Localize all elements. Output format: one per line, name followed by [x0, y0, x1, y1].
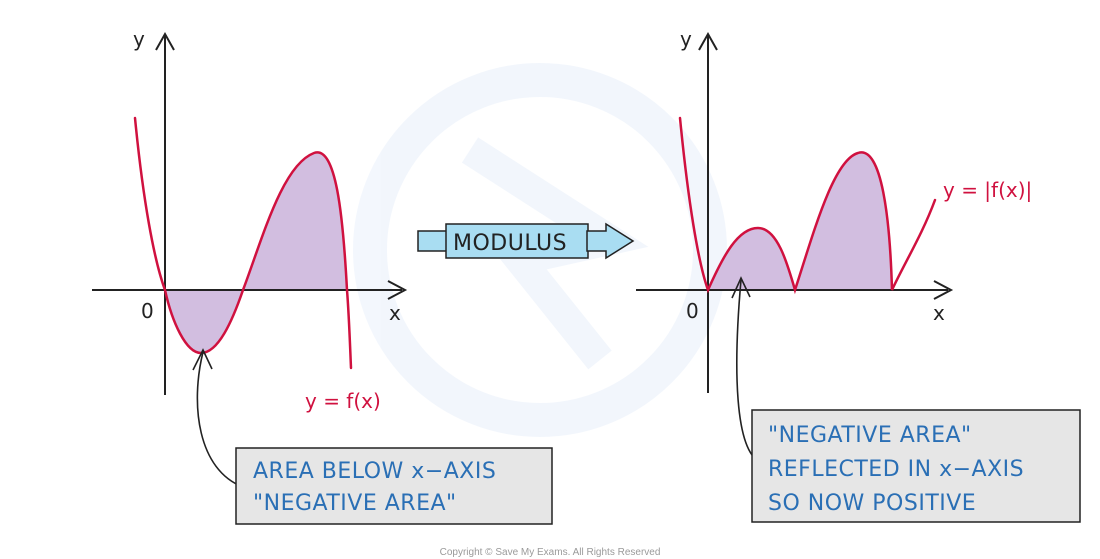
right-origin-label: 0	[686, 299, 699, 323]
left-x-axis-arrowhead	[387, 280, 408, 300]
modulus-transform-arrow: MODULUS	[417, 222, 635, 260]
right-graph: y x 0 y = |f(x)|	[636, 27, 1032, 393]
right-x-axis-label: x	[933, 301, 945, 325]
right-curve-abs-f	[678, 116, 937, 295]
left-origin-label: 0	[141, 299, 154, 323]
left-note-line-2: "NEGATIVE AREA"	[253, 491, 457, 516]
right-note-box: "NEGATIVE AREA" REFLECTED IN x−AXIS SO N…	[751, 409, 1081, 523]
left-x-axis-label: x	[389, 301, 401, 325]
modulus-label: MODULUS	[453, 231, 567, 256]
left-y-axis-arrowhead	[155, 31, 175, 51]
right-positive-area	[795, 152, 892, 290]
left-y-axis-label: y	[133, 27, 145, 51]
right-note-line-1: "NEGATIVE AREA"	[768, 423, 972, 448]
right-x-axis-arrowhead	[933, 280, 954, 300]
left-graph: y x 0 y = f(x)	[92, 27, 408, 413]
right-note-line-2: REFLECTED IN x−AXIS	[768, 457, 1024, 482]
right-y-axis-arrowhead	[698, 31, 718, 51]
left-note-box: AREA BELOW x−AXIS "NEGATIVE AREA"	[235, 447, 553, 525]
left-negative-area	[165, 290, 243, 353]
left-curve-label: y = f(x)	[305, 389, 381, 413]
left-note-line-1: AREA BELOW x−AXIS	[253, 459, 496, 484]
right-curve-label: y = |f(x)|	[943, 178, 1032, 202]
right-y-axis-label: y	[680, 27, 692, 51]
left-curve-f	[133, 116, 353, 370]
copyright-text: Copyright © Save My Exams. All Rights Re…	[440, 547, 661, 558]
left-positive-area	[243, 152, 347, 290]
right-note-line-3: SO NOW POSITIVE	[768, 491, 976, 516]
right-reflected-area	[708, 228, 795, 290]
